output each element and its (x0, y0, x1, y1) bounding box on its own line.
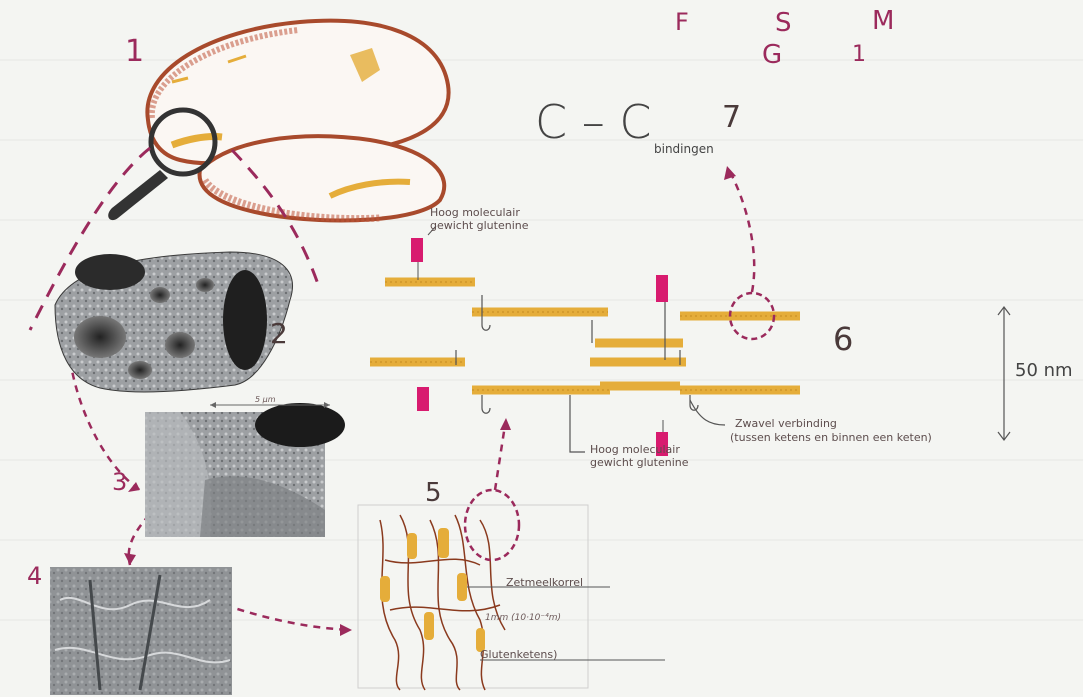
bread-illustration (147, 21, 448, 221)
arrow-head-5-6 (500, 418, 511, 430)
header-letter-g: G (762, 40, 782, 70)
label-glutenine-top-line1: Hoog moleculair (430, 206, 529, 219)
label-sulfur-bond-line2: (tussen ketens en binnen een keten) (730, 431, 932, 445)
step-number-7: 7 (722, 100, 741, 135)
photo3-scale-label: 5 µm (255, 395, 276, 404)
label-glutenine-bottom-line1: Hoog moleculair (590, 443, 689, 456)
label-glutenine-bottom-line2: gewicht glutenine (590, 456, 689, 469)
step-number-3: 3 (112, 468, 127, 496)
label-glutenine-bottom: Hoog moleculair gewicht glutenine (590, 443, 689, 469)
scale-bar (998, 307, 1010, 440)
scale-label: 50 nm (1015, 360, 1073, 381)
step-number-6: 6 (833, 320, 853, 358)
header-letter-f: F (675, 8, 689, 36)
bond-title: C – C (535, 95, 651, 149)
header-digit-1: 1 (852, 42, 866, 67)
photo-pore-wall (145, 403, 345, 537)
header-letter-m: M (872, 6, 894, 36)
label-sulfur-bond-line1: Zwavel verbinding (730, 417, 932, 431)
arrow-5-to-6 (495, 425, 505, 490)
arrow-head-6-7 (724, 166, 736, 180)
label-starch: Zetmeelkorrel (506, 576, 583, 589)
glutenine-chains (370, 282, 800, 390)
label-glutenine-top: Hoog moleculair gewicht glutenine (430, 206, 529, 232)
step-number-4: 4 (27, 562, 42, 590)
label-sulfur-bond: Zwavel verbinding (tussen ketens en binn… (730, 417, 932, 445)
arrow-6-to-7 (730, 172, 754, 292)
label-glutenine-top-line2: gewicht glutenine (430, 219, 529, 232)
label-small-scale: 1mm (10·10⁻⁴m) (485, 613, 561, 623)
step-number-5: 5 (425, 478, 442, 508)
step-number-1: 1 (125, 34, 144, 69)
photo-crumb-structure (55, 252, 293, 392)
bond-suffix: bindingen (654, 142, 714, 156)
chain-hatching (370, 282, 800, 390)
header-letter-s: S (775, 8, 792, 38)
step-number-2: 2 (270, 317, 288, 350)
photo-microstructure (50, 567, 232, 695)
label-gluten-chains: Glutenketens) (480, 648, 557, 661)
